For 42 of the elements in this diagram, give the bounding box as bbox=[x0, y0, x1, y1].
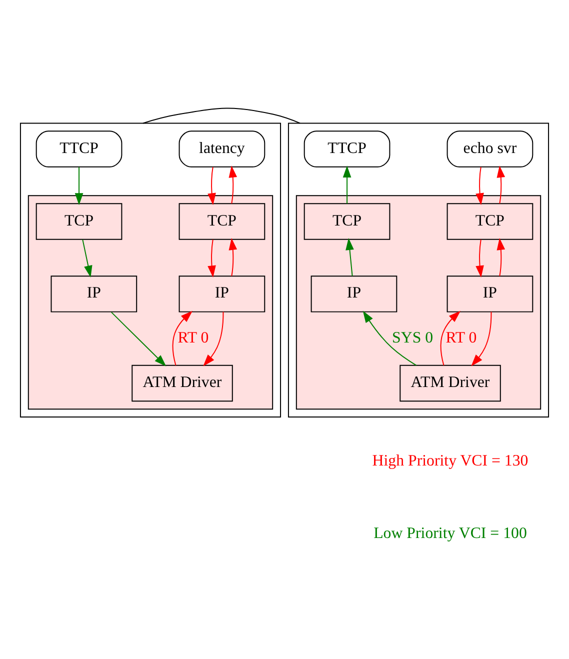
label: High Priority VCI = 130 bbox=[372, 452, 528, 469]
edge-label: RT 0 bbox=[446, 328, 477, 346]
arrow bbox=[476, 166, 484, 205]
connector bbox=[142, 107, 300, 124]
node-box: IP bbox=[446, 275, 534, 312]
node-box: IP bbox=[178, 275, 266, 312]
label: Low Priority VCI = 100 bbox=[374, 524, 527, 542]
arrow bbox=[110, 311, 166, 366]
node-box: TTCP bbox=[304, 130, 390, 167]
arrow bbox=[471, 310, 492, 366]
cluster bbox=[288, 122, 550, 418]
node-box: IP bbox=[310, 275, 398, 312]
cluster bbox=[28, 194, 274, 410]
node-box: echo svr bbox=[446, 130, 534, 167]
arrow bbox=[82, 238, 92, 278]
arrow bbox=[203, 310, 224, 366]
edge-label: RT 0 bbox=[178, 328, 209, 346]
arrow bbox=[172, 310, 193, 366]
arrow bbox=[440, 310, 461, 366]
node-box: latency bbox=[178, 130, 266, 167]
arrow bbox=[362, 310, 417, 366]
node-box: TCP bbox=[36, 202, 122, 240]
node-box: ATM Driver bbox=[400, 364, 501, 402]
arrow bbox=[346, 238, 354, 276]
node-box: TCP bbox=[178, 202, 266, 240]
arrow bbox=[228, 165, 238, 204]
node-box: IP bbox=[50, 275, 138, 312]
arrow bbox=[208, 166, 216, 205]
arrow bbox=[228, 238, 238, 276]
node-box: ATM Driver bbox=[132, 364, 233, 402]
arrow bbox=[74, 166, 84, 205]
node-box: TCP bbox=[304, 202, 390, 240]
cluster bbox=[296, 194, 542, 410]
cluster bbox=[20, 122, 282, 418]
node-box: TTCP bbox=[36, 130, 122, 167]
arrow bbox=[208, 238, 216, 278]
arrow bbox=[476, 238, 484, 278]
edge-label: SYS 0 bbox=[392, 328, 434, 346]
node-box: TCP bbox=[446, 202, 534, 240]
arrow bbox=[342, 165, 352, 204]
arrow bbox=[496, 238, 506, 276]
arrow bbox=[496, 165, 506, 204]
